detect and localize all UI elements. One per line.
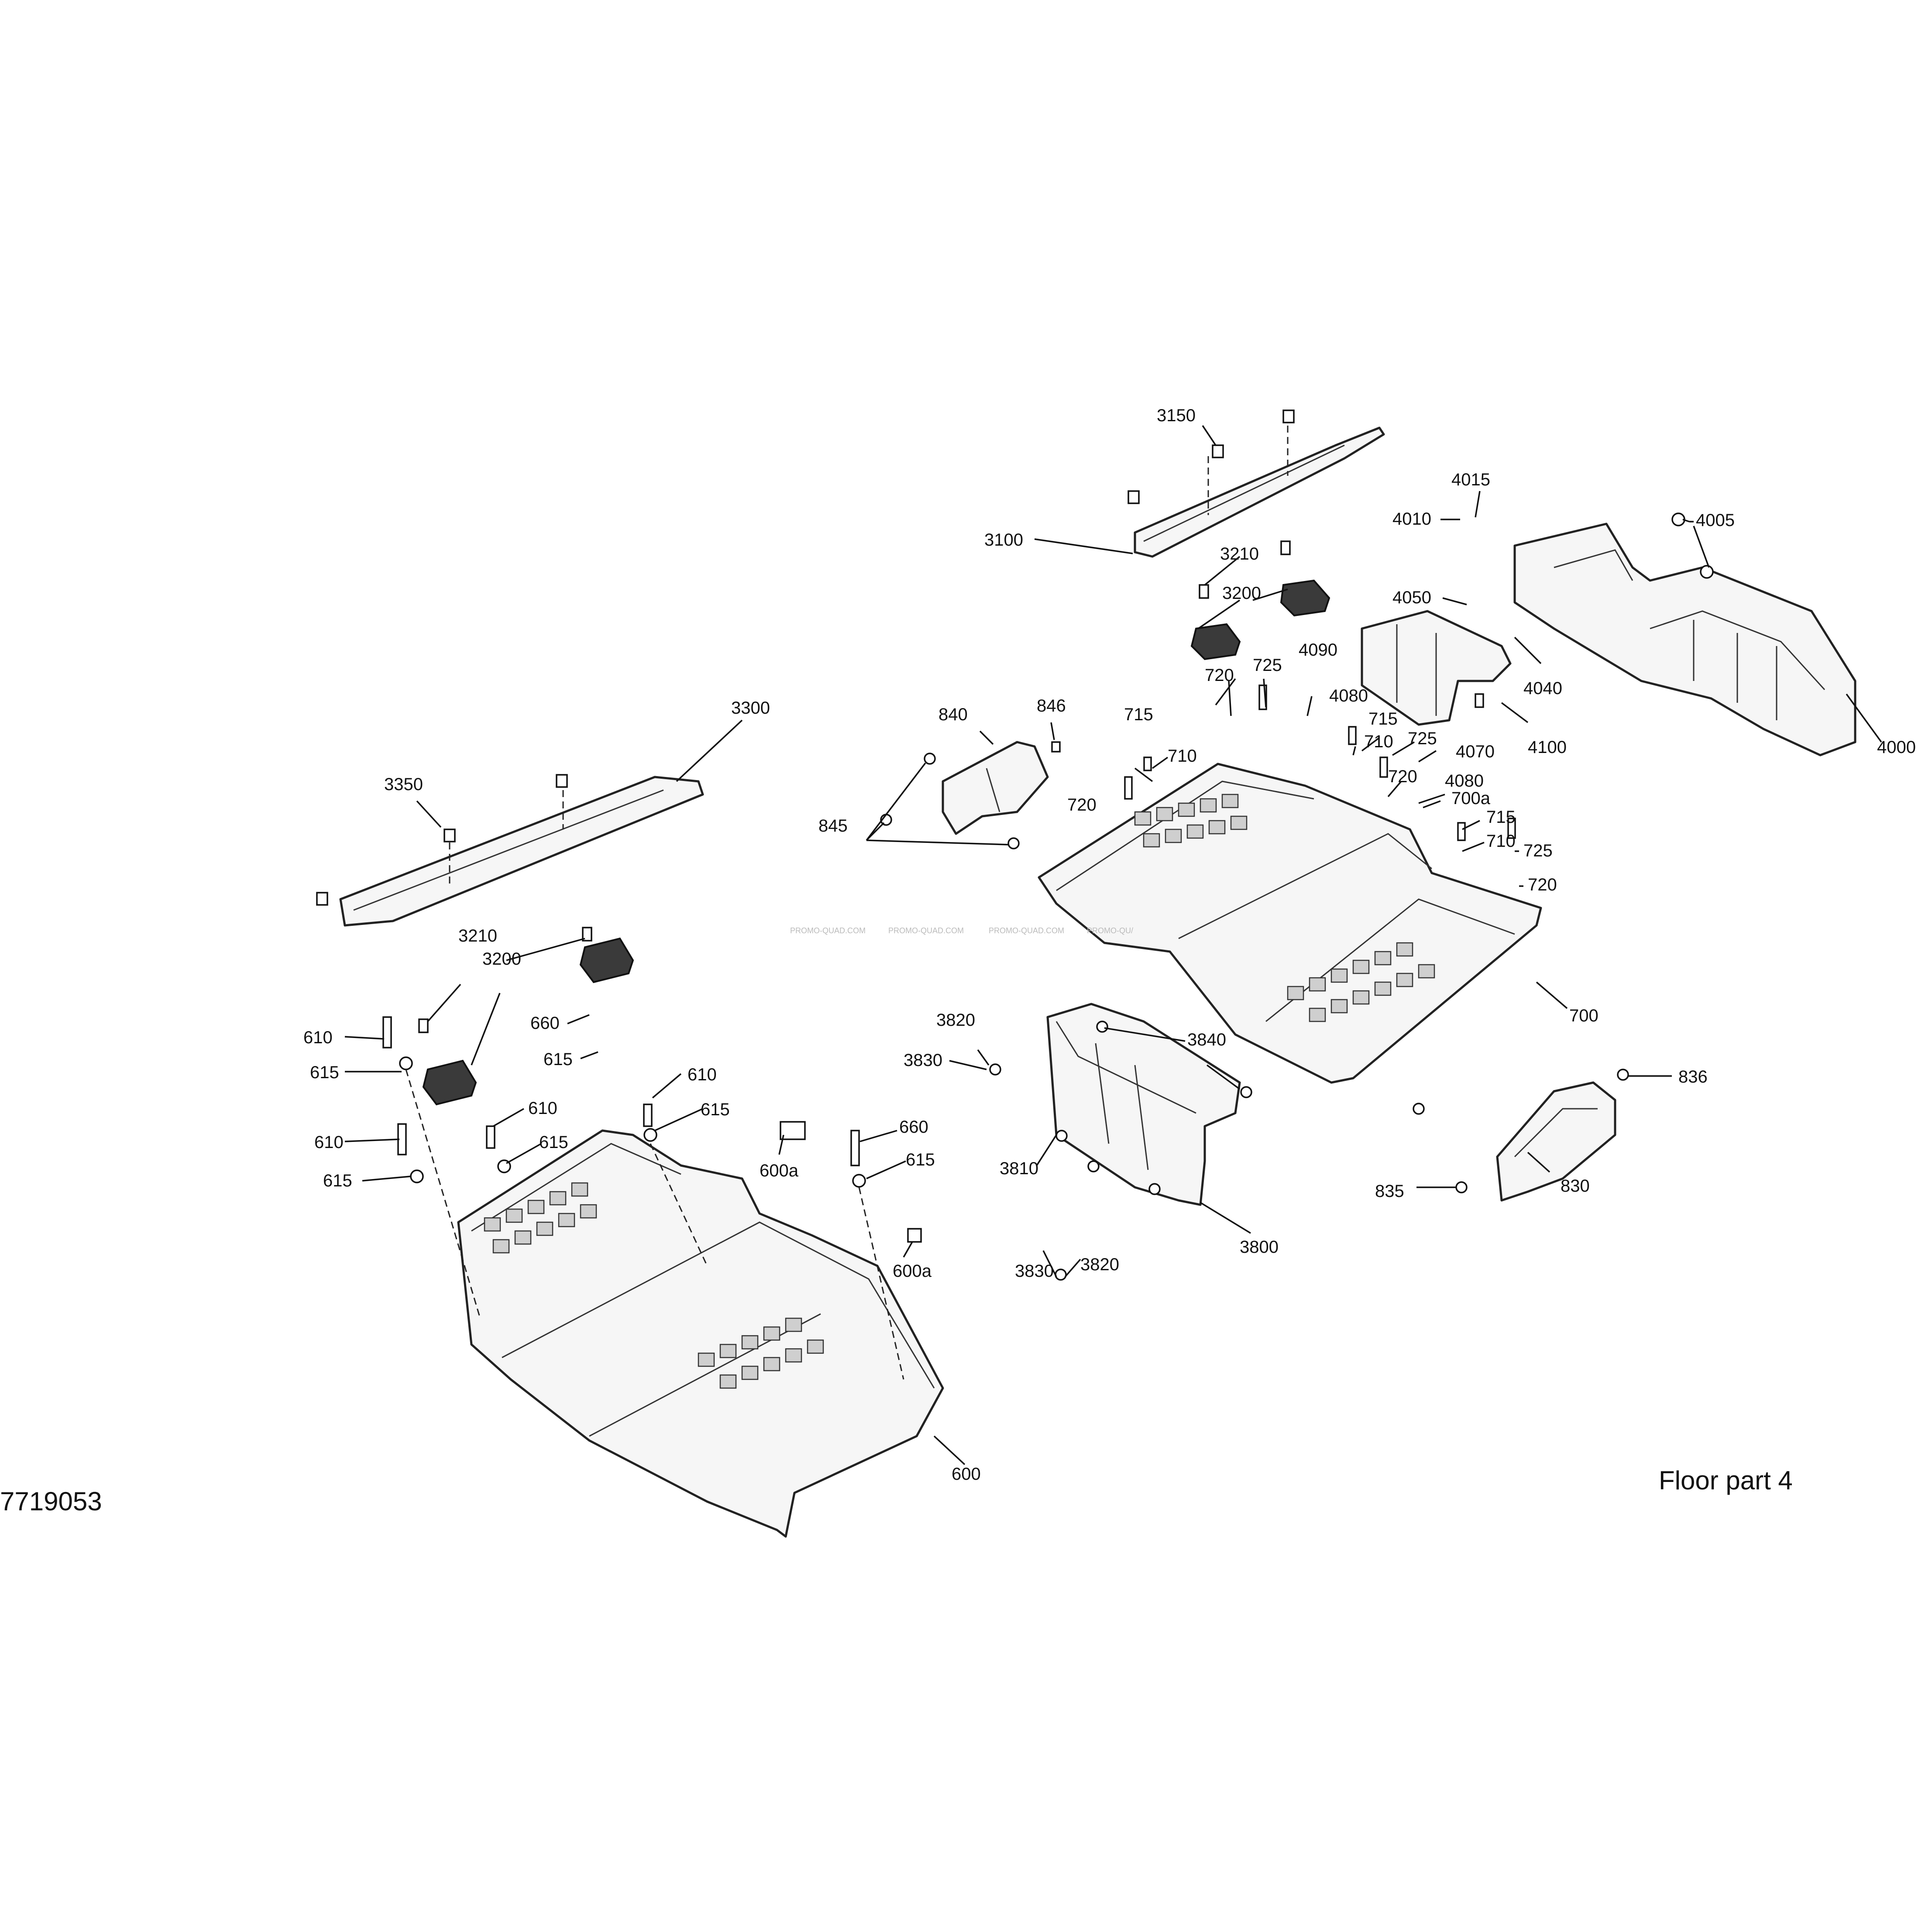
callout-700a: 700a [1451,789,1491,808]
callout-710: 710 [1486,832,1516,851]
callout-3210: 3210 [1220,544,1259,564]
callout-615: 615 [323,1171,352,1190]
callout-4100: 4100 [1528,738,1567,757]
side-panel-3800 [989,1003,1252,1281]
callout-3810: 3810 [1000,1159,1038,1178]
callout-4005: 4005 [1696,511,1735,530]
floor-600-cells [484,1182,824,1389]
callout-3350: 3350 [384,775,423,794]
callout-4010: 4010 [1392,509,1431,529]
callout-3820: 3820 [936,1011,975,1030]
callout-3820: 3820 [1080,1255,1119,1274]
leader-lines [344,425,1882,1465]
callout-4080: 4080 [1329,686,1368,705]
diagram-title: Floor part 4 [1659,1466,1793,1495]
callout-600a: 600a [893,1262,932,1281]
bracket-3200-upper-a [1190,584,1241,660]
callout-600: 600 [952,1464,981,1484]
callout-4015: 4015 [1451,470,1490,489]
callout-715: 715 [1368,709,1398,729]
callout-3210: 3210 [458,926,497,945]
callout-715: 715 [1486,808,1516,827]
callout-615: 615 [701,1100,730,1119]
callout-610: 610 [303,1028,333,1047]
watermark-2: PROMO-QUAD.COM [888,926,964,935]
cover-4100 [1361,610,1512,726]
callout-840: 840 [938,705,968,724]
callout-615: 615 [543,1050,573,1069]
callout-3830: 3830 [1015,1262,1054,1281]
callout-700: 700 [1569,1006,1599,1025]
callout-3830: 3830 [904,1051,942,1070]
diagram-number: 7719053 [0,1487,102,1516]
callout-715: 715 [1124,705,1153,724]
bolt-3150-c [1282,409,1295,423]
bracket-3200-lower-b [579,927,634,983]
callout-660: 660 [899,1117,928,1137]
callout-710: 710 [1168,746,1197,766]
callout-4070: 4070 [1456,742,1495,761]
bolt-3150-b [1212,444,1224,458]
bolt-3150-a [1128,490,1140,504]
callout-610: 610 [528,1099,557,1118]
callout-4050: 4050 [1392,588,1431,607]
sill-panel-3100 [1134,426,1385,558]
callout-660: 660 [530,1014,560,1033]
callout-615: 615 [539,1133,568,1152]
callout-725: 725 [1253,656,1282,675]
callout-830: 830 [1561,1176,1590,1196]
callout-610: 610 [314,1133,344,1152]
bracket-840 [880,741,1061,849]
callout-600a: 600a [760,1161,799,1180]
watermark-4: PROMO-QU/ [1087,926,1133,935]
callout-3200: 3200 [1222,584,1261,603]
callout-3100: 3100 [984,530,1023,550]
callout-720: 720 [1067,795,1097,815]
callout-4080: 4080 [1445,771,1484,791]
callout-4000: 4000 [1877,738,1916,757]
callout-615: 615 [310,1063,339,1082]
watermark-1: PROMO-QUAD.COM [790,926,866,935]
floor-panel-600 [457,1129,944,1538]
sill-panel-3300 [316,774,704,927]
callout-845: 845 [818,816,848,835]
callout-3840: 3840 [1187,1030,1226,1049]
callout-4040: 4040 [1523,679,1562,698]
callout-835: 835 [1375,1182,1404,1201]
callout-725: 725 [1523,841,1553,860]
callout-3300: 3300 [731,698,770,718]
callout-3200: 3200 [482,949,521,969]
bolts-700-set [1124,684,1516,841]
bracket-3200-lower-a [418,1018,477,1106]
callout-labels: 3150 3100 3210 3200 4015 4010 4005 4050 … [303,406,1916,1484]
bolts-600-set [382,1016,922,1380]
callout-3800: 3800 [1240,1238,1279,1257]
callout-836: 836 [1678,1067,1708,1086]
mud-guard-830 [1413,1069,1629,1202]
callout-710: 710 [1364,732,1393,751]
bracket-3200-upper-b [1280,540,1330,617]
watermark-3: PROMO-QUAD.COM [989,926,1064,935]
callout-615: 615 [906,1150,935,1169]
callout-720: 720 [1388,767,1417,786]
callout-4090: 4090 [1299,640,1337,660]
callout-720: 720 [1528,875,1557,894]
callout-725: 725 [1408,729,1437,748]
callout-3150: 3150 [1157,406,1196,425]
callout-846: 846 [1037,696,1066,715]
callout-720: 720 [1205,666,1234,685]
rear-box-4000 [1513,523,1856,756]
callout-610: 610 [688,1065,717,1084]
floor-700-cells [1134,794,1435,1022]
